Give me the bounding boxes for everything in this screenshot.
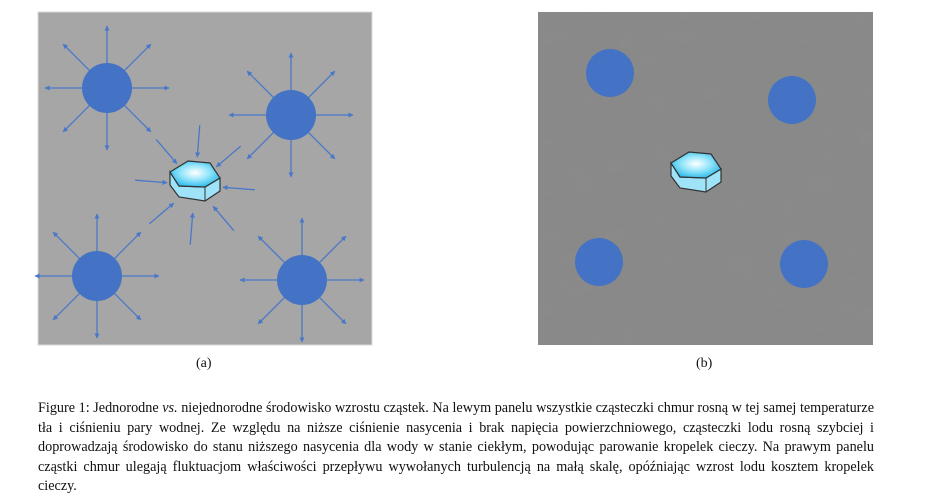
panel-a <box>34 11 373 346</box>
panel-b-label: (b) <box>696 356 713 371</box>
ice-top <box>670 151 722 179</box>
panel-a-label: (a) <box>196 356 212 371</box>
arrow <box>212 205 235 232</box>
ice-crystal-icon <box>670 151 722 193</box>
arrow <box>307 131 336 160</box>
droplet <box>768 76 816 124</box>
water-droplets <box>575 49 828 288</box>
arrow <box>62 104 91 133</box>
arrow <box>215 145 242 168</box>
droplet <box>72 251 122 301</box>
arrow <box>135 179 168 185</box>
arrow <box>113 231 142 260</box>
arrow <box>246 70 275 99</box>
outward-arrows <box>34 25 365 343</box>
droplet <box>266 90 316 140</box>
arrow <box>62 43 91 72</box>
droplet <box>586 49 634 97</box>
figure-panels <box>34 11 873 346</box>
ice-crystal-icon <box>169 160 221 202</box>
caption-prefix: Figure 1: Jednorodne <box>38 400 163 416</box>
arrow <box>52 231 81 260</box>
arrow <box>318 296 347 325</box>
panel-b <box>538 12 873 345</box>
figure-caption: Figure 1: Jednorodne vs. niejednorodne ś… <box>38 399 874 497</box>
droplet <box>780 240 828 288</box>
arrow <box>189 212 195 245</box>
arrow <box>148 202 175 225</box>
arrow <box>113 292 142 321</box>
arrow <box>318 235 347 264</box>
arrow <box>222 185 255 191</box>
arrow <box>52 292 81 321</box>
arrow <box>257 296 286 325</box>
arrow <box>123 43 152 72</box>
arrow <box>155 138 178 165</box>
ice-top <box>169 160 221 188</box>
caption-text: niejednorodne środowisko wzrostu cząstek… <box>38 400 874 495</box>
droplet <box>82 63 132 113</box>
arrow <box>257 235 286 264</box>
inward-arrows <box>135 125 255 245</box>
arrow <box>195 125 201 158</box>
arrow <box>246 131 275 160</box>
water-droplets <box>72 63 327 305</box>
caption-vs: vs. <box>162 400 178 416</box>
droplet <box>277 255 327 305</box>
droplet <box>575 238 623 286</box>
arrow <box>307 70 336 99</box>
arrow <box>123 104 152 133</box>
